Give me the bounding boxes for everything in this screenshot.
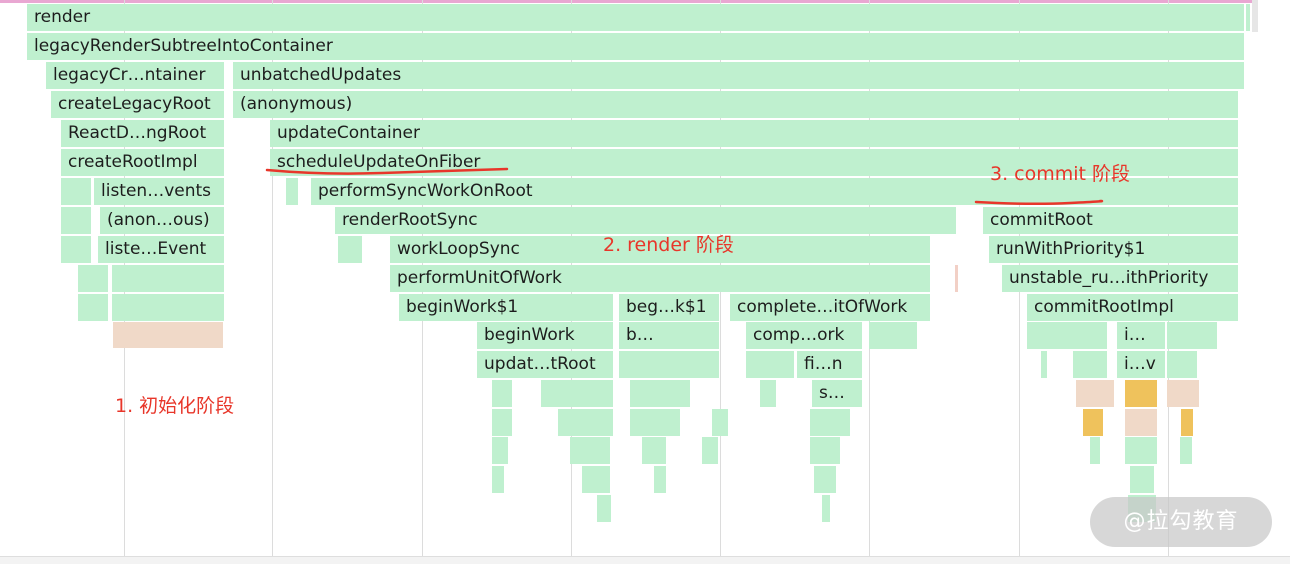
frame-bar[interactable] <box>1167 322 1217 349</box>
frame-bar[interactable] <box>541 380 613 407</box>
frame-updateContainer[interactable]: updateContainer <box>270 120 1238 147</box>
watermark: @拉勾教育 <box>1090 497 1272 547</box>
frame-createRootImpl[interactable]: createRootImpl <box>61 149 224 176</box>
frame-renderRootSync[interactable]: renderRootSync <box>335 207 956 234</box>
frame-bar[interactable] <box>492 380 512 407</box>
frame-bar[interactable] <box>61 207 91 234</box>
frame-fin[interactable]: fi…n <box>797 351 862 378</box>
frame-bar[interactable] <box>1073 351 1107 378</box>
frame-unstableRunWithPriority[interactable]: unstable_ru…ithPriority <box>1002 265 1238 292</box>
frame-bar[interactable] <box>286 178 298 205</box>
red-underline-render <box>265 167 509 175</box>
frame-s[interactable]: s… <box>812 380 862 407</box>
frame-bar[interactable] <box>654 466 666 493</box>
frame-bar[interactable] <box>492 409 512 436</box>
frame-beginWork[interactable]: beginWork <box>477 322 613 349</box>
frame-bar[interactable] <box>61 178 91 205</box>
frame-bar[interactable] <box>822 495 830 522</box>
frame-workLoopSync[interactable]: workLoopSync <box>390 236 930 263</box>
frame-bar[interactable] <box>760 380 776 407</box>
frame-bar[interactable] <box>78 265 108 292</box>
frame-b[interactable]: b… <box>619 322 719 349</box>
frame-bar[interactable] <box>338 236 362 263</box>
frame-bar[interactable] <box>642 437 666 464</box>
frame-bar[interactable] <box>1167 380 1199 407</box>
frame-render[interactable]: render <box>27 4 1244 31</box>
frame-bar[interactable] <box>78 294 108 321</box>
frame-bar[interactable] <box>492 437 508 464</box>
frame-updateHostRoot[interactable]: updat…tRoot <box>477 351 613 378</box>
frame-bar[interactable] <box>810 437 840 464</box>
frame-bar[interactable] <box>1125 437 1157 464</box>
frame-i1[interactable]: i… <box>1117 322 1165 349</box>
frame-bar[interactable] <box>1076 380 1114 407</box>
frame-bar[interactable] <box>746 351 794 378</box>
frame-bar[interactable] <box>1246 4 1250 31</box>
frame-anonymous[interactable]: (anonymous) <box>233 91 1238 118</box>
frame-completeUnitOfWork[interactable]: complete…itOfWork <box>730 294 930 321</box>
frame-bar[interactable] <box>582 466 610 493</box>
frame-listenToNativeEvent[interactable]: liste…Event <box>98 236 224 263</box>
frame-anonymous2[interactable]: (anon…ous) <box>100 207 224 234</box>
frame-bar[interactable] <box>1041 351 1047 378</box>
frame-commitRoot[interactable]: commitRoot <box>983 207 1238 234</box>
frame-bar[interactable] <box>558 409 613 436</box>
annotation-commit-phase: 3. commit 阶段 <box>990 163 1131 185</box>
top-selection-line <box>0 0 1258 3</box>
frame-bar[interactable] <box>1130 466 1154 493</box>
frame-bar[interactable] <box>1180 437 1192 464</box>
frame-bar[interactable] <box>1181 409 1193 436</box>
frame-bar[interactable] <box>810 409 850 436</box>
frame-completeWork[interactable]: comp…ork <box>746 322 862 349</box>
frame-bar[interactable] <box>869 322 917 349</box>
frame-unbatchedUpdates[interactable]: unbatchedUpdates <box>233 62 1244 89</box>
frame-legacyCreateRootFromDOMContainer[interactable]: legacyCr…ntainer <box>46 62 224 89</box>
frame-i2[interactable]: i…v <box>1117 351 1165 378</box>
frame-commitRootImpl[interactable]: commitRootImpl <box>1027 294 1238 321</box>
frame-bar[interactable] <box>955 265 958 292</box>
annotation-init-phase: 1. 初始化阶段 <box>115 395 235 417</box>
frame-bar[interactable] <box>1167 351 1197 378</box>
frame-listenToAllSupportedEvents[interactable]: listen…vents <box>94 178 224 205</box>
frame-performSyncWorkOnRoot[interactable]: performSyncWorkOnRoot <box>311 178 1238 205</box>
annotation-render-phase: 2. render 阶段 <box>603 234 734 256</box>
frame-bar[interactable] <box>112 265 224 292</box>
red-underline-commit <box>974 199 1104 206</box>
frame-performUnitOfWork[interactable]: performUnitOfWork <box>390 265 930 292</box>
frame-bar[interactable] <box>492 466 504 493</box>
frame-runWithPriority[interactable]: runWithPriority$1 <box>989 236 1238 263</box>
frame-bar[interactable] <box>1090 437 1100 464</box>
frame-bar[interactable] <box>597 495 611 522</box>
frame-bar[interactable] <box>1027 322 1107 349</box>
frame-bar[interactable] <box>1125 380 1157 407</box>
frame-bar[interactable] <box>113 322 223 348</box>
frame-bar[interactable] <box>1125 409 1157 436</box>
frame-bar[interactable] <box>630 409 680 436</box>
frame-bar[interactable] <box>630 380 690 407</box>
frame-bar[interactable] <box>702 437 718 464</box>
frame-bar[interactable] <box>712 409 728 436</box>
frame-bar[interactable] <box>570 437 610 464</box>
frame-beginWork1b[interactable]: beg…k$1 <box>619 294 719 321</box>
frame-bar[interactable] <box>814 466 836 493</box>
frame-bar[interactable] <box>112 294 224 321</box>
frame-bar[interactable] <box>1083 409 1103 436</box>
frame-ReactDOMBlockingRoot[interactable]: ReactD…ngRoot <box>61 120 224 147</box>
frame-bar[interactable] <box>619 351 719 378</box>
frame-bar[interactable] <box>61 236 91 263</box>
frame-legacyRenderSubtreeIntoContainer[interactable]: legacyRenderSubtreeIntoContainer <box>27 33 1244 60</box>
frame-createLegacyRoot[interactable]: createLegacyRoot <box>51 91 224 118</box>
scrollbar[interactable] <box>1252 0 1258 32</box>
grid-line <box>272 0 273 556</box>
timeline-bottom-strip <box>0 556 1290 564</box>
frame-beginWork1[interactable]: beginWork$1 <box>399 294 613 321</box>
